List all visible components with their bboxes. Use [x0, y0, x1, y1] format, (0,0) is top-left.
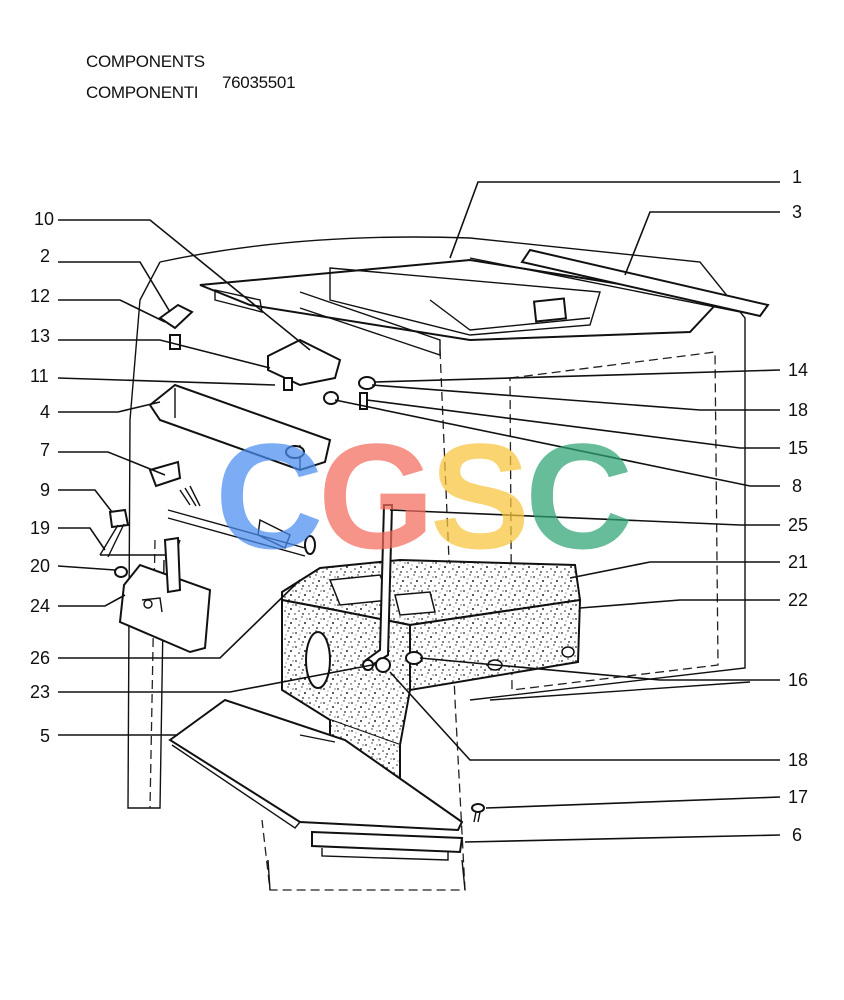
callout-1: 1 [792, 167, 802, 187]
callout-6: 6 [792, 825, 802, 845]
callout-8: 8 [792, 476, 802, 496]
leader-lines [57, 181, 781, 843]
part-console-housing [281, 558, 582, 792]
callout-14: 14 [788, 360, 808, 380]
callout-20: 20 [30, 556, 50, 576]
watermark-logo: C G S C [215, 412, 633, 580]
callout-25: 25 [788, 515, 808, 535]
callout-22: 22 [788, 590, 808, 610]
part-washer-tank [99, 508, 212, 654]
part-roof-rail [469, 248, 770, 318]
callout-18-bottom: 18 [788, 750, 808, 770]
callout-18-top: 18 [788, 400, 808, 420]
part-wiper-housing [148, 383, 332, 472]
callout-12: 12 [30, 286, 50, 306]
part-floor-panel [168, 698, 464, 832]
callout-16: 16 [788, 670, 808, 690]
callout-9: 9 [40, 480, 50, 500]
part-roof-panel [199, 258, 723, 356]
callout-23: 23 [30, 682, 50, 702]
callout-2: 2 [40, 246, 50, 266]
part-wiper-arm [148, 460, 316, 557]
callout-10: 10 [34, 209, 54, 229]
watermark-letter-3: S [430, 412, 530, 580]
callout-13: 13 [30, 326, 50, 346]
callout-11: 11 [30, 366, 49, 386]
callout-3: 3 [792, 202, 802, 222]
callout-26: 26 [30, 648, 50, 668]
callout-labels: 1 3 10 2 12 13 11 4 7 9 19 20 24 26 23 5… [30, 167, 808, 845]
watermark-letter-1: C [215, 412, 323, 580]
watermark-letter-2: G [318, 412, 435, 580]
part-hinge-group [158, 303, 194, 350]
watermark-letter-4: C [525, 412, 633, 580]
callout-4: 4 [40, 402, 50, 422]
part-screw-17 [471, 803, 485, 823]
callout-15: 15 [788, 438, 808, 458]
callout-24: 24 [30, 596, 50, 616]
callout-5: 5 [40, 726, 50, 746]
part-screw-11 [283, 377, 293, 391]
title-componenti: COMPONENTI [86, 83, 199, 102]
part-bracket [267, 338, 342, 387]
part-hardware-right [323, 376, 376, 410]
part-number: 76035501 [222, 73, 296, 92]
callout-21: 21 [788, 552, 808, 572]
callout-19: 19 [30, 518, 50, 538]
part-sill-plate [311, 830, 464, 861]
callout-17: 17 [788, 787, 808, 807]
callout-7: 7 [40, 440, 50, 460]
title-components: COMPONENTS [86, 52, 205, 71]
